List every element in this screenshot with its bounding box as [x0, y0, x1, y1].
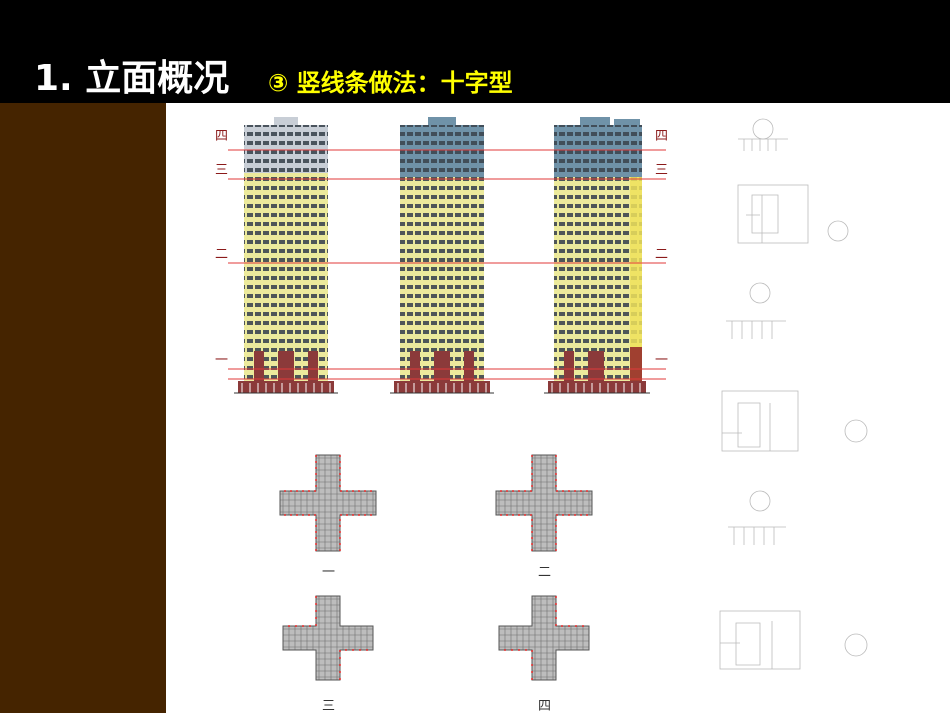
level-label-left-3: 三 — [215, 163, 228, 178]
plan-caption-1: 一 — [322, 565, 335, 580]
slide-title: 1. 立面概况 — [34, 58, 230, 99]
slide-header: 1. 立面概况 ③ 竖线条做法：十字型 — [0, 0, 950, 103]
left-sidebar — [0, 103, 166, 713]
elevation-drawing-1 — [234, 117, 338, 394]
floor-plan-2 — [495, 454, 593, 552]
level-label-left-2: 二 — [215, 247, 228, 262]
plan-caption-2: 二 — [538, 565, 551, 580]
detail-drawings — [719, 118, 868, 670]
elevation-drawing-2 — [390, 117, 494, 394]
drawing-canvas: 四 三 二 一 四 三 二 一 一 二 三 四 — [215, 117, 868, 713]
level-label-right-1: 一 — [655, 353, 668, 368]
level-label-right-4: 四 — [655, 129, 668, 144]
elevation-drawing-3 — [544, 117, 650, 394]
floor-plan-4 — [498, 595, 590, 681]
floor-plan-3 — [282, 595, 374, 681]
plan-caption-3: 三 — [322, 699, 335, 713]
slide-subtitle: ③ 竖线条做法：十字型 — [268, 69, 513, 97]
level-label-right-2: 二 — [655, 247, 668, 262]
level-label-left-1: 一 — [215, 353, 228, 368]
level-label-right-3: 三 — [655, 163, 668, 178]
floor-plan-1 — [279, 454, 377, 552]
level-divider-lines — [228, 149, 666, 380]
plan-caption-4: 四 — [538, 699, 551, 713]
content-area: 四 三 二 一 四 三 二 一 一 二 三 四 — [166, 103, 950, 713]
level-label-left-4: 四 — [215, 129, 228, 144]
